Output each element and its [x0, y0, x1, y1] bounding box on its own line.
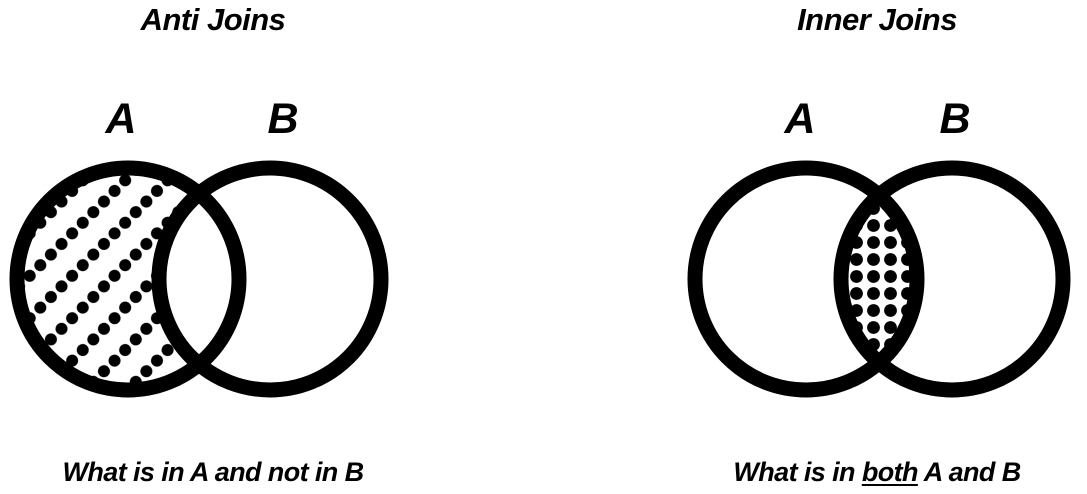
inner-join-circle-b	[833, 160, 1071, 398]
anti-join-title: Anti Joins	[140, 2, 286, 37]
anti-join-circle-b	[151, 160, 389, 398]
inner-join-caption-prefix: What is in	[733, 457, 862, 487]
inner-join-circle-a	[687, 160, 925, 398]
inner-join-caption-suffix: A and B	[917, 457, 1021, 487]
inner-join-title: Inner Joins	[797, 2, 957, 37]
inner-join-venn	[687, 160, 1071, 398]
inner-join-caption-emphasis: both	[861, 457, 919, 487]
inner-join-label-b: B	[939, 95, 971, 143]
anti-join-label-b: B	[267, 95, 299, 143]
anti-join-caption: What is in A and not in B	[62, 457, 365, 487]
anti-join-venn	[9, 160, 389, 398]
anti-join-label-a: A	[105, 95, 137, 143]
inner-join-label-a: A	[784, 95, 816, 143]
anti-join-circle-a	[9, 160, 247, 398]
inner-join-caption: What is in both A and B	[733, 457, 1021, 488]
